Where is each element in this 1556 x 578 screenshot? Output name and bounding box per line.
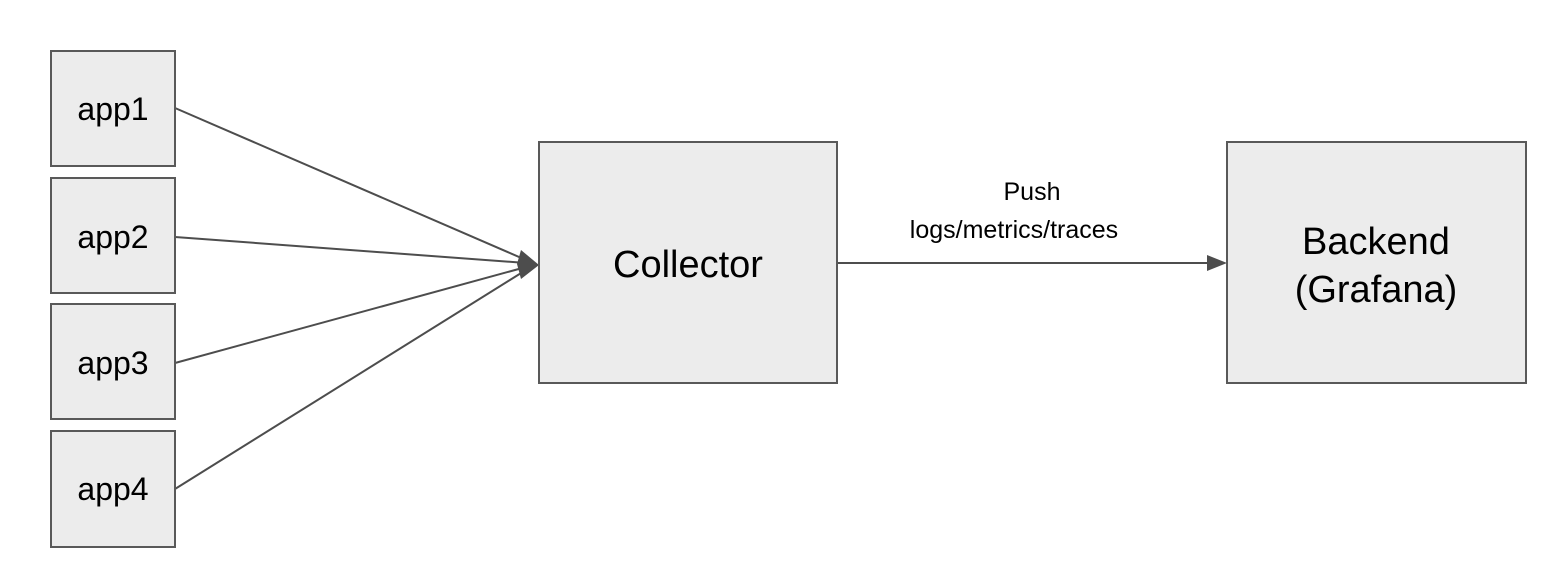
node-app2-label: app2 bbox=[77, 219, 148, 255]
node-backend-label-line2: (Grafana) bbox=[1295, 269, 1458, 311]
node-collector-label: Collector bbox=[613, 244, 763, 286]
edge-app3-collector bbox=[174, 266, 527, 364]
node-app2: app2 bbox=[50, 177, 176, 294]
node-app3-label: app3 bbox=[77, 345, 148, 381]
node-app4: app4 bbox=[50, 430, 176, 548]
edge-app2-collector bbox=[174, 236, 527, 264]
edge-app1-collector bbox=[174, 107, 527, 261]
node-backend-label-line1: Backend bbox=[1302, 221, 1450, 263]
node-app3: app3 bbox=[50, 303, 176, 420]
node-app1: app1 bbox=[50, 50, 176, 167]
edge-label-push: Push bbox=[1004, 178, 1061, 206]
node-app4-label: app4 bbox=[77, 471, 148, 507]
node-app1-label: app1 bbox=[77, 91, 148, 127]
backend-input-arrowhead bbox=[1207, 255, 1227, 271]
edge-label-signals: logs/metrics/traces bbox=[910, 216, 1118, 244]
edge-app4-collector bbox=[174, 269, 527, 490]
node-backend: Backend (Grafana) bbox=[1226, 141, 1527, 384]
collector-input-arrowhead bbox=[517, 250, 539, 279]
node-collector: Collector bbox=[538, 141, 838, 384]
